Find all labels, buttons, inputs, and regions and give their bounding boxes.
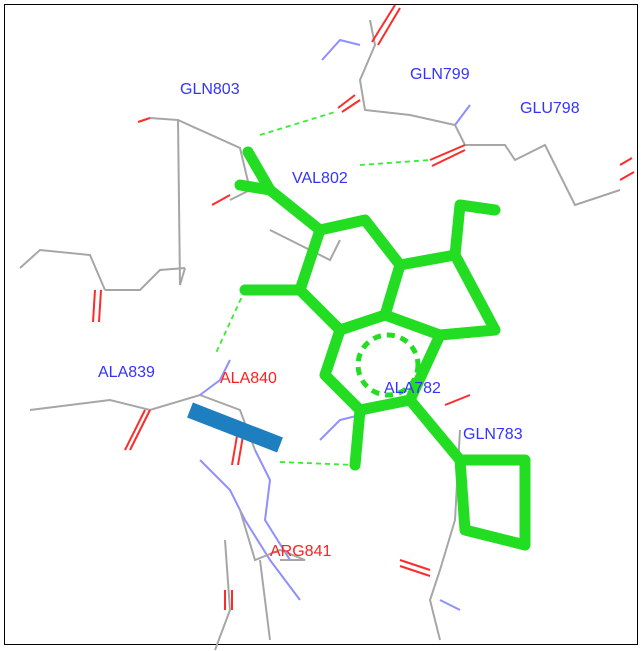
hydrogen-bonds xyxy=(214,111,431,466)
ligand xyxy=(234,146,531,551)
label-gln803: GLN803 xyxy=(180,81,240,98)
protein-residue-sticks xyxy=(19,4,635,651)
label-arg841: ARG841 xyxy=(270,543,331,560)
image-frame xyxy=(4,4,638,645)
label-gln799: GLN799 xyxy=(410,66,470,83)
label-gln783: GLN783 xyxy=(463,426,523,443)
helix-ribbon xyxy=(187,402,283,453)
label-ala839: ALA839 xyxy=(98,364,155,381)
label-ala782: ALA782 xyxy=(384,380,441,397)
label-glu798: GLU798 xyxy=(520,100,580,117)
residue-labels: GLN803 GLN799 GLU798 VAL802 ALA839 ALA84… xyxy=(98,66,580,560)
label-ala840: ALA840 xyxy=(220,370,277,387)
label-val802: VAL802 xyxy=(292,170,348,187)
